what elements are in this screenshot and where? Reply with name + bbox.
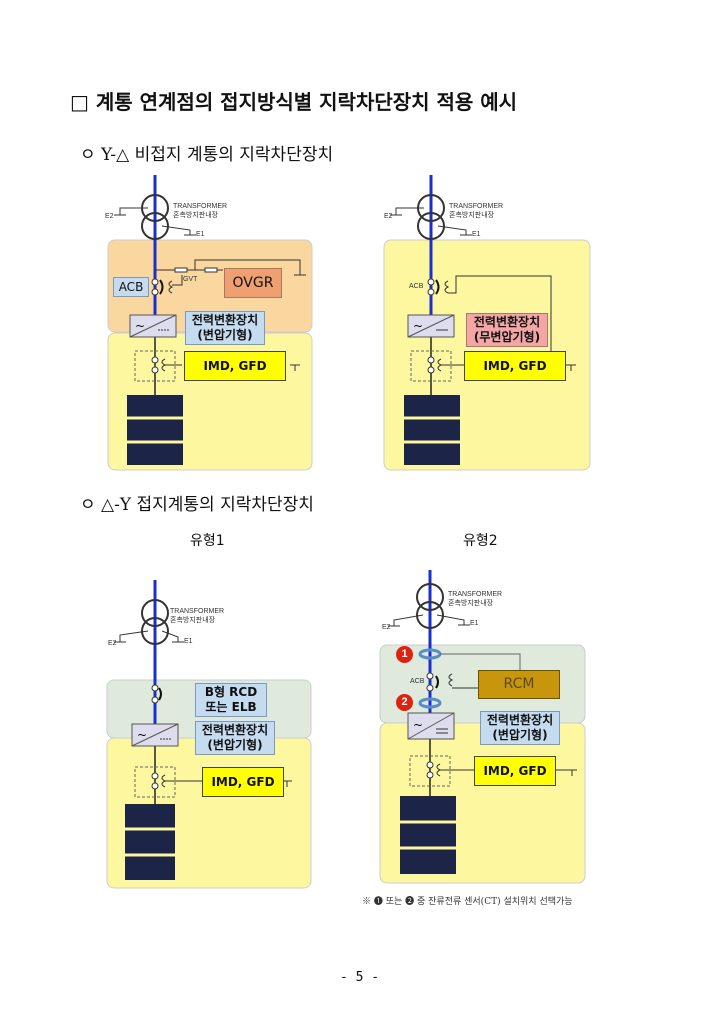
- section-heading-y-delta: ㅇ Y-△ 비접지 계통의 지락차단장치: [80, 145, 334, 165]
- e1-label: E1: [470, 620, 479, 627]
- pcs-box: 전력변환장치(변압기형): [480, 711, 560, 745]
- imd-gfd-box: IMD, GFD: [464, 351, 566, 381]
- ct-position-1-badge: 1: [396, 646, 413, 663]
- e2-label: E2: [384, 213, 393, 220]
- pcs-box: 전력변환장치(무변압기형): [466, 313, 548, 347]
- e1-label: E1: [184, 638, 193, 645]
- svg-text:~: ~: [413, 718, 423, 732]
- type1-caption: 유형1: [190, 533, 225, 549]
- svg-text:~: ~: [413, 319, 423, 333]
- page-number: - 5 -: [340, 970, 380, 985]
- pcs-box: 전력변환장치(변압기형): [195, 721, 275, 755]
- e1-label: E1: [196, 231, 205, 238]
- type2-caption: 유형2: [463, 533, 498, 549]
- imd-gfd-box: IMD, GFD: [184, 351, 286, 381]
- imd-gfd-box: IMD, GFD: [474, 756, 556, 786]
- e2-label: E2: [105, 213, 114, 220]
- e2-label: E2: [382, 624, 391, 631]
- page-title: □ 계통 연계점의 접지방식별 지락차단장치 적용 예시: [70, 90, 518, 114]
- e1-label: E1: [472, 231, 481, 238]
- rcm-box: RCM: [478, 670, 560, 699]
- pcs-box: 전력변환장치(변압기형): [185, 311, 265, 345]
- acb-label: ACB: [409, 283, 424, 290]
- e2-label: E2: [108, 640, 117, 647]
- acb-label: ACB: [410, 678, 425, 685]
- ct-position-note: ※ ❶ 또는 ❷ 중 잔류전류 센서(CT) 설치위치 선택가능: [362, 897, 573, 907]
- gvt-label: GVT: [183, 276, 198, 283]
- imd-gfd-box: IMD, GFD: [202, 767, 284, 797]
- svg-text:~: ~: [135, 319, 145, 333]
- ovgr-box: OVGR: [224, 268, 282, 298]
- ct-position-2-badge: 2: [396, 694, 413, 711]
- section-heading-delta-y: ㅇ △-Y 접지계통의 지락차단장치: [80, 495, 314, 515]
- svg-text:~: ~: [137, 728, 147, 742]
- acb-label: ACB: [113, 277, 149, 297]
